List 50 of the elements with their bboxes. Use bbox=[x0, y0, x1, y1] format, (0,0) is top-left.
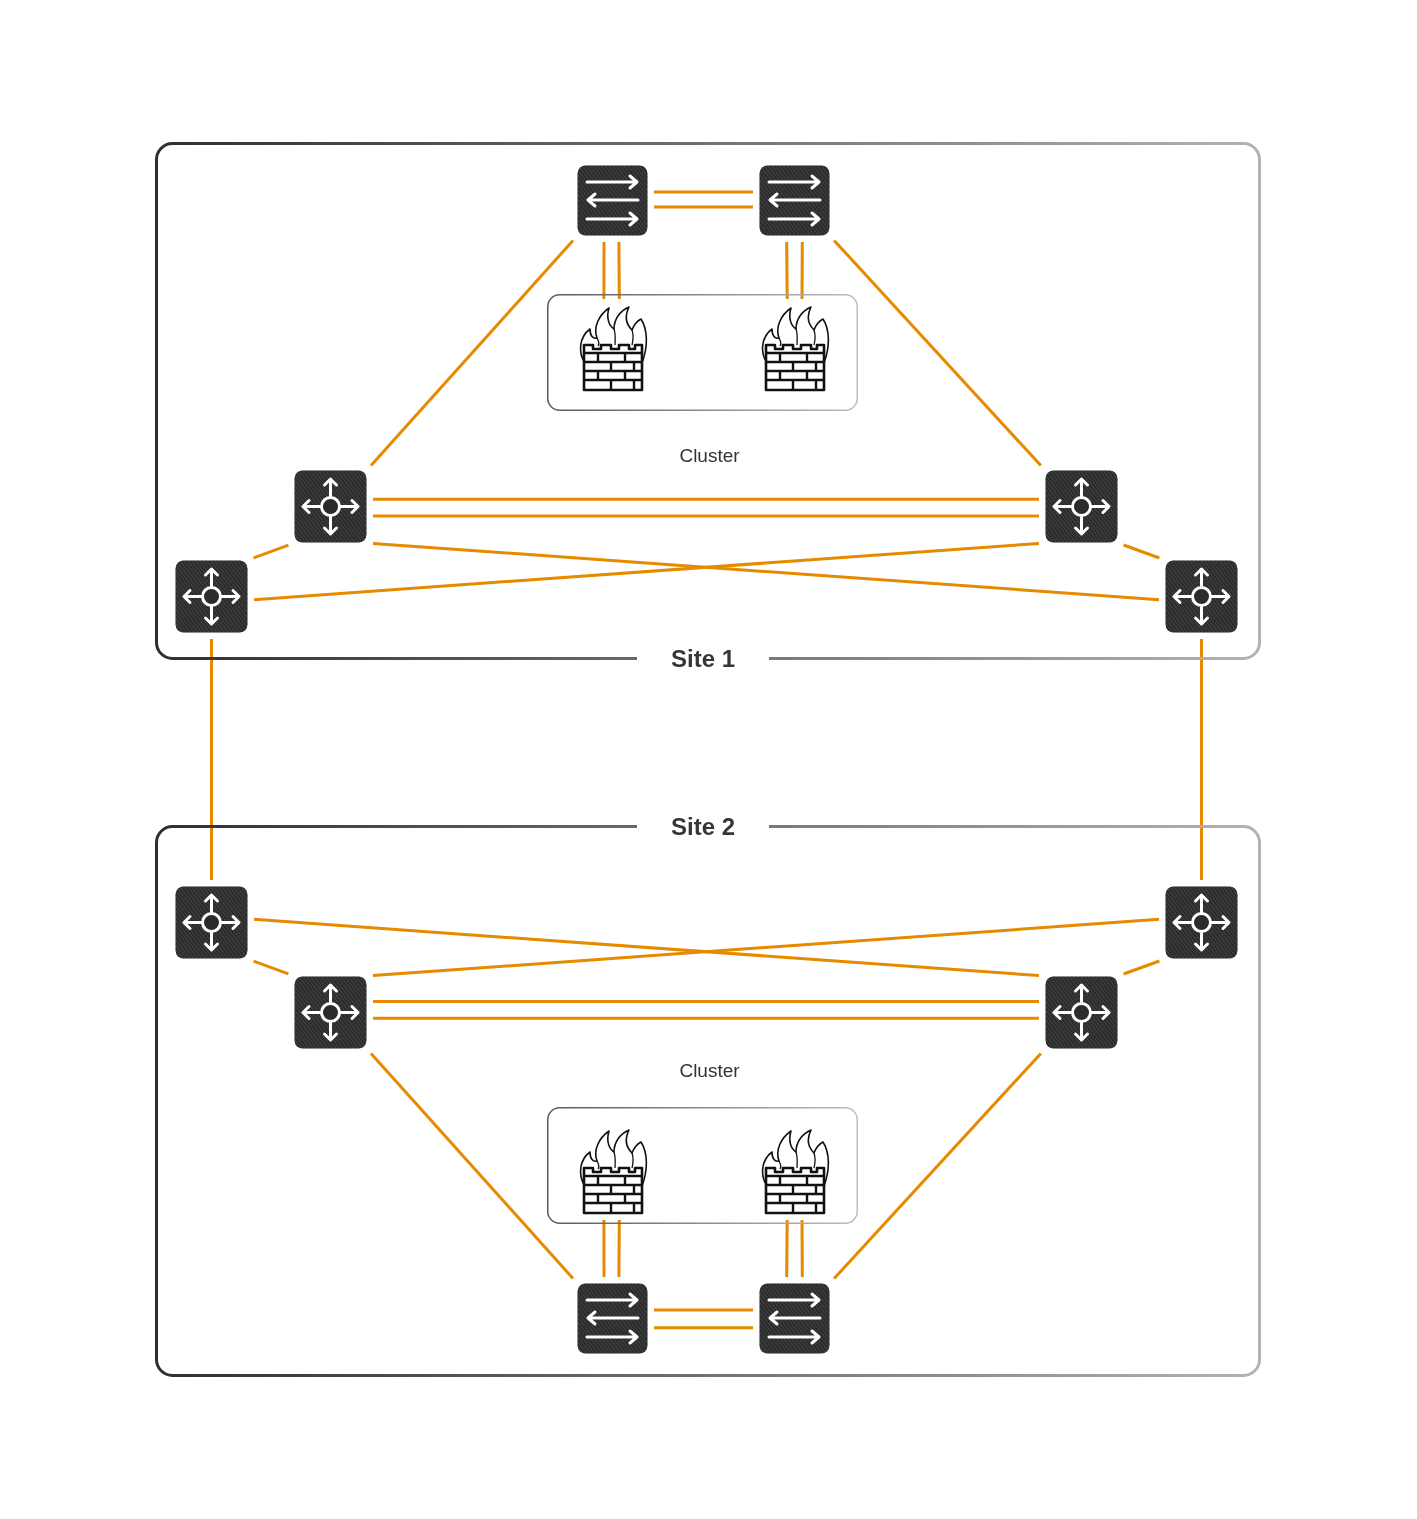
connection-line bbox=[654, 1326, 753, 1330]
connection-line bbox=[602, 1220, 606, 1277]
site-label: Site 2 bbox=[671, 814, 735, 839]
connection-line bbox=[617, 242, 621, 299]
router-icon bbox=[294, 976, 367, 1049]
router-icon bbox=[294, 470, 367, 543]
router-icon bbox=[1165, 886, 1238, 959]
firewall-icon bbox=[578, 305, 648, 391]
network-switch-icon bbox=[577, 1283, 648, 1354]
connection-line bbox=[1123, 543, 1160, 560]
network-switch-icon bbox=[577, 165, 648, 236]
router-icon bbox=[175, 886, 248, 959]
network-switch-icon bbox=[759, 165, 830, 236]
connection-line bbox=[785, 1220, 789, 1277]
connection-line bbox=[373, 514, 1039, 518]
site-label: Site 1 bbox=[671, 646, 735, 671]
connection-line bbox=[602, 242, 606, 299]
connection-line bbox=[253, 917, 1040, 978]
connection-line bbox=[654, 190, 753, 194]
firewall-icon bbox=[760, 1128, 830, 1214]
router-icon bbox=[1045, 976, 1118, 1049]
connection-line bbox=[785, 242, 789, 299]
cluster-label: Cluster bbox=[679, 1059, 740, 1083]
connection-line bbox=[800, 1220, 804, 1277]
network-switch-icon bbox=[759, 1283, 830, 1354]
router-icon bbox=[1045, 470, 1118, 543]
connection-line bbox=[373, 497, 1039, 501]
firewall-icon bbox=[760, 305, 830, 391]
connection-line bbox=[617, 1220, 621, 1277]
connection-line bbox=[369, 239, 575, 467]
connection-line bbox=[833, 1052, 1042, 1280]
connection-line bbox=[253, 541, 1040, 602]
connection-line bbox=[654, 1308, 753, 1312]
connection-line bbox=[373, 1000, 1039, 1003]
connection-line bbox=[373, 1016, 1039, 1020]
connection-line bbox=[253, 543, 289, 560]
connection-line bbox=[372, 917, 1160, 978]
connection-line bbox=[369, 1052, 575, 1280]
connection-line bbox=[1123, 959, 1160, 976]
connection-line bbox=[800, 242, 804, 299]
connection-line bbox=[654, 205, 753, 209]
router-icon bbox=[1165, 560, 1238, 633]
firewall-icon bbox=[578, 1128, 648, 1214]
cluster-label: Cluster bbox=[679, 444, 740, 468]
connection-line bbox=[1200, 639, 1203, 880]
router-icon bbox=[175, 560, 248, 633]
connection-line bbox=[372, 541, 1160, 602]
connection-line bbox=[833, 239, 1042, 467]
connection-line bbox=[253, 959, 289, 976]
connection-line bbox=[210, 639, 213, 880]
